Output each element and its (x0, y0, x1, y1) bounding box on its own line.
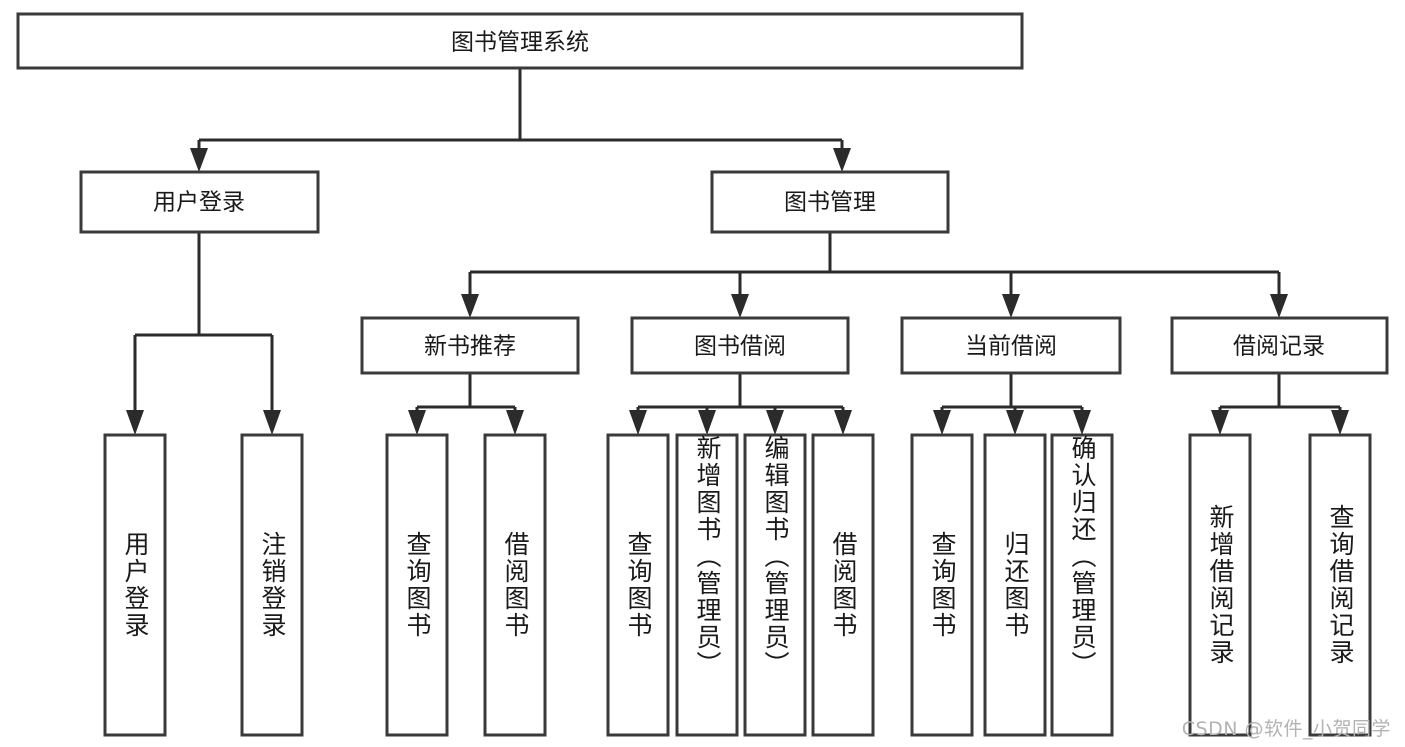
arrowhead-icon (629, 410, 647, 435)
node-new-book-recommend-label: 新书推荐 (424, 334, 516, 360)
node-borrow-record-label-box[interactable] (1170, 316, 1389, 375)
arrowhead-icon (1270, 294, 1288, 318)
node-root-system-label: 图书管理系统 (451, 30, 589, 56)
arrowhead-icon (698, 410, 716, 435)
arrowhead-icon (190, 148, 208, 172)
node-book-manage[interactable]: 图书管理 (710, 170, 950, 234)
leaf-box-query-borrow-record[interactable] (1308, 433, 1372, 737)
node-root-system-box[interactable] (16, 12, 1024, 70)
node-root-system[interactable]: 图书管理系统 (16, 12, 1024, 70)
node-book-borrow-label: 图书借阅 (694, 334, 786, 360)
arrowhead-icon (1211, 410, 1229, 435)
leaf-box-confirm-return[interactable] (1050, 433, 1114, 737)
leaf-box-borrow-book-2[interactable] (811, 433, 875, 737)
node-user-login-box[interactable] (79, 170, 320, 234)
arrowhead-icon (834, 410, 852, 435)
arrowhead-icon (126, 410, 144, 435)
arrowhead-icon (766, 410, 784, 435)
arrowhead-icon (731, 294, 749, 318)
node-new-book-recommend[interactable]: 新书推荐 (360, 316, 580, 375)
leaf-box-add-borrow-record[interactable] (1188, 433, 1252, 737)
leaf-box-add-book[interactable] (675, 433, 739, 737)
connector-book-manage-to-level3 (461, 232, 1288, 318)
connector-new-book-recommend-to-leaves (408, 373, 524, 435)
leaf-box-query-book-1[interactable] (385, 433, 449, 737)
node-book-borrow[interactable]: 图书借阅 (630, 316, 850, 375)
arrowhead-icon (461, 294, 479, 318)
leaf-box-return-book[interactable] (983, 433, 1047, 737)
leaf-box-user-logout[interactable] (240, 433, 304, 737)
leaf-boxes (103, 433, 1372, 737)
arrowhead-icon (263, 410, 281, 435)
arrowhead-icon (408, 410, 426, 435)
arrowhead-icon (1006, 410, 1024, 435)
connector-book-borrow-to-leaves (629, 373, 852, 435)
node-current-borrow-box[interactable] (900, 316, 1122, 375)
connector-borrow-record-to-leaves (1211, 373, 1349, 435)
node-book-manage-label: 图书管理 (784, 190, 876, 216)
connector-current-borrow-to-leaves (933, 373, 1091, 435)
leaf-box-user-login[interactable] (103, 433, 167, 737)
csdn-watermark: CSDN @软件_小贺同学 (1181, 718, 1391, 740)
node-book-borrow-box[interactable] (630, 316, 850, 375)
node-borrow-record[interactable]: 借阅记录 (1170, 316, 1389, 375)
leaf-box-query-book-3[interactable] (910, 433, 974, 737)
leaf-box-edit-book[interactable] (743, 433, 807, 737)
arrowhead-icon (506, 410, 524, 435)
arrowhead-icon (833, 148, 851, 172)
leaf-box-query-book-2[interactable] (606, 433, 670, 737)
node-current-borrow[interactable]: 当前借阅 (900, 316, 1122, 375)
node-user-login[interactable]: 用户登录 (79, 170, 320, 234)
node-new-book-recommend-box[interactable] (360, 316, 580, 375)
node-book-manage-box[interactable] (710, 170, 950, 234)
node-borrow-record-label: 借阅记录 (1233, 334, 1325, 360)
node-user-login-label: 用户登录 (153, 190, 245, 216)
arrowhead-icon (933, 410, 951, 435)
node-current-borrow-label: 当前借阅 (965, 334, 1057, 360)
connector-root-to-level2 (190, 68, 851, 172)
arrowhead-icon (1073, 410, 1091, 435)
arrowhead-icon (1002, 294, 1020, 318)
arrowhead-icon (1331, 410, 1349, 435)
leaf-box-borrow-book-1[interactable] (483, 433, 547, 737)
connector-user-login-to-leaves (126, 232, 281, 435)
